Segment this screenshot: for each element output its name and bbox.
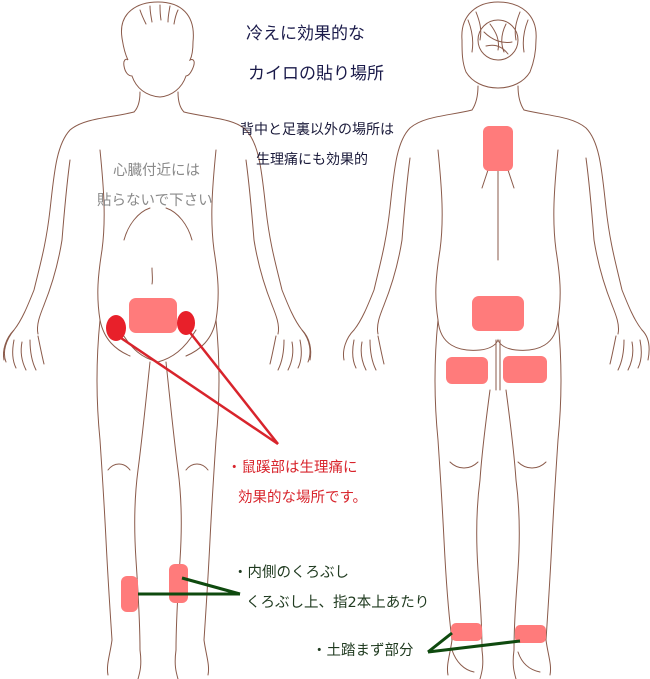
patch-right-thigh-back — [503, 356, 547, 383]
groin-marker-right — [177, 311, 195, 335]
groin-leader-left — [117, 334, 279, 446]
patch-right-sole — [515, 625, 546, 643]
kairo-patches — [121, 126, 547, 643]
ankle-note-line-2: くろぶし上、指2本上あたり — [246, 595, 430, 611]
patch-left-sole — [451, 623, 482, 641]
patch-left-inner-ankle — [121, 576, 138, 612]
patch-left-thigh-back — [446, 357, 488, 384]
title-line-2: カイロの貼り場所 — [248, 64, 384, 84]
groin-markers — [106, 311, 279, 446]
subtitle-line-1: 背中と足裏以外の場所は — [240, 122, 394, 138]
groin-note-line-2: 効果的な場所です。 — [238, 490, 368, 506]
groin-leader-right — [187, 329, 279, 445]
patch-right-inner-ankle — [169, 564, 188, 603]
groin-marker-left — [106, 315, 126, 341]
green-leaders — [138, 576, 521, 654]
patch-upper-back — [483, 126, 513, 171]
back-body-outline — [343, 1, 650, 679]
sole-leader-right — [427, 639, 521, 654]
warning-line-2: 貼らないで下さい — [97, 193, 213, 209]
ankle-leader-diagonal — [181, 576, 241, 596]
front-body-outline — [3, 1, 312, 679]
ankle-note-line-1: ・内側のくろぶし — [233, 565, 349, 581]
patch-lower-back — [472, 296, 524, 331]
patch-lower-abdomen — [129, 298, 177, 333]
title-line-1: 冷えに効果的な — [246, 24, 365, 44]
warning-line-1: 心臓付近には — [113, 163, 200, 179]
subtitle-line-2: 生理痛にも効果的 — [256, 152, 368, 168]
sole-note: ・土踏まず部分 — [312, 643, 414, 659]
groin-note-line-1: ・鼠蹊部は生理痛に — [227, 460, 358, 476]
sole-leader-left — [427, 631, 453, 654]
